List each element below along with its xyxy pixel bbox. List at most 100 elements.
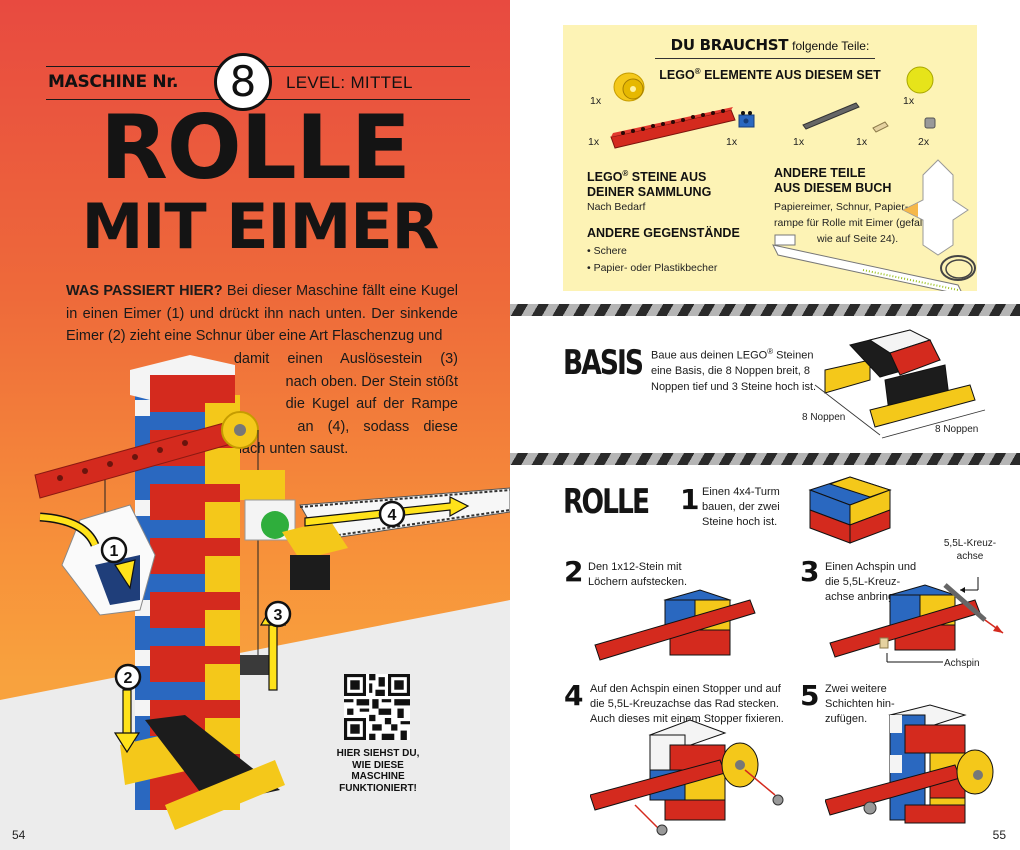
qty-axle: 1x: [793, 136, 805, 148]
collection-heading-text: STEINE AUS: [628, 170, 707, 185]
wheel-part-icon: [613, 72, 645, 102]
paper-ramp-icon: [772, 234, 962, 291]
step-3-number: 3: [800, 555, 820, 588]
step-5-text: Zwei weitere Schichten hin-zufügen.: [825, 683, 895, 725]
svg-text:4: 4: [388, 507, 397, 524]
axle-pin-icon: [872, 121, 889, 133]
registered-mark: ®: [767, 347, 774, 356]
divider-stripe: [510, 453, 1020, 465]
basis-title: BASIS: [563, 343, 644, 383]
step-5-illustration: [825, 704, 994, 824]
marker-4: 4: [378, 500, 406, 528]
intro-line: nach oben. Der Stein stößt: [285, 373, 459, 390]
step-5-number: 5: [800, 679, 820, 712]
title-divider: [655, 58, 875, 59]
page-number-right: 55: [992, 828, 1006, 842]
other-item-text: Schere: [593, 245, 627, 257]
step-2-illustration: [594, 589, 756, 661]
svg-text:3: 3: [274, 607, 283, 624]
basis-text: Baue aus deinen LEGO® Steinen eine Basis…: [651, 344, 831, 395]
book-parts-line: rampe für Rolle mit Eimer (gefaltet: [774, 217, 934, 229]
machine-number-badge: 8: [214, 53, 272, 111]
registered-mark: ®: [622, 169, 629, 178]
intro-line: nach unten saust.: [233, 441, 349, 458]
stopper-icon: [924, 117, 936, 129]
svg-text:2: 2: [124, 670, 133, 687]
divider-stripe: [510, 304, 1020, 316]
marker-3: 3: [264, 600, 292, 628]
book-parts-heading-text: ANDERE TEILE: [774, 166, 866, 180]
page-title-line-2: MIT EIMER: [81, 190, 440, 263]
registered-mark: ®: [694, 67, 701, 76]
string-coil-icon: [940, 255, 976, 281]
stopper-icon: [863, 801, 877, 815]
step-3-illustration: [829, 577, 1004, 663]
qty-ball: 1x: [903, 95, 915, 107]
parts-title-rest: folgende Teile:: [792, 39, 870, 53]
intro-line: an (4), sodass diese: [297, 418, 458, 435]
paper-parts-illustration: [772, 159, 976, 291]
set-elements-heading: LEGO® ELEMENTE AUS DIESEM SET: [563, 67, 977, 82]
set-heading-rest: ELEMENTE AUS DIESEM SET: [700, 68, 881, 83]
set-heading-text: LEGO: [659, 68, 695, 83]
basis-text-part: Steinen eine Basis, die 8 Noppen breit, …: [651, 349, 817, 393]
intro-paragraph-continued: damit einen Auslösestein (3) nach oben. …: [234, 348, 458, 461]
basis-text-part: Baue aus deinen LEGO: [651, 349, 768, 362]
axle-pin-icon: [879, 637, 889, 649]
step-1-number: 1: [680, 483, 700, 516]
page-number-left: 54: [12, 828, 26, 842]
paper-bucket-net-icon: [901, 159, 969, 256]
collection-heading-text: DEINER SAMMLUNG: [587, 185, 712, 200]
qr-code[interactable]: [344, 674, 410, 740]
technic-beam-icon: [610, 107, 736, 149]
marker-1: 1: [100, 536, 128, 564]
intro-line: damit einen Auslösestein (3): [233, 351, 458, 367]
axle-callout: 5,5L-Kreuz-achse: [943, 538, 997, 562]
basis-illustration: [814, 329, 986, 439]
step-4-number: 4: [564, 679, 584, 712]
book-parts-line: Papiereimer, Schnur, Papier-: [774, 201, 909, 213]
rolle-title: ROLLE: [563, 482, 650, 522]
technic-brick-icon: [738, 111, 755, 128]
book-parts-heading: ANDERE TEILE AUS DIESEM BUCH: [774, 166, 891, 196]
axle-icon: [943, 583, 987, 622]
book-parts-heading-text: AUS DIESEM BUCH: [774, 181, 892, 195]
qty-beam: 1x: [588, 136, 600, 148]
collection-text: Nach Bedarf: [587, 201, 646, 213]
collection-heading-text: LEGO: [587, 170, 623, 185]
qty-stopper: 2x: [918, 136, 930, 148]
parts-title-strong: DU BRAUCHST: [670, 36, 789, 54]
step-1-illustration: [808, 476, 892, 544]
parts-illustrations: [610, 66, 936, 149]
qty-brick: 1x: [726, 136, 738, 148]
dimension-depth-label: 8 Noppen: [802, 412, 846, 423]
other-item-text: Papier- oder Plastikbecher: [593, 262, 718, 274]
step-2-text: Den 1x12-Stein mit Löchern aufstecken.: [588, 561, 688, 588]
machine-label: MASCHINE Nr.: [48, 72, 179, 92]
intro-text: Bei dieser Maschine fällt eine Kugel in …: [66, 283, 458, 345]
intro-lead: WAS PASSIERT HIER?: [66, 283, 223, 299]
other-item: • Papier- oder Plastikbecher: [587, 262, 718, 274]
collection-heading: LEGO® STEINE AUS DEINER SAMMLUNG: [587, 166, 711, 200]
other-items-heading: ANDERE GEGENSTÄNDE: [587, 226, 740, 240]
left-page: MASCHINE Nr. 8 LEVEL: MITTEL ROLLE MIT E…: [0, 0, 510, 850]
qty-wheel: 1x: [590, 95, 602, 107]
dimension-width-label: 8 Noppen: [935, 424, 979, 435]
qr-caption: HIER SIEHST DU, WIE DIESE MASCHINE FUNKT…: [336, 748, 420, 794]
step-1-text: Einen 4x4-Turm bauen, der zwei Steine ho…: [702, 486, 780, 528]
stopper-icon: [656, 824, 668, 836]
step-4-text: Auf den Achspin einen Stopper und auf di…: [590, 683, 784, 725]
ball-icon: [906, 66, 934, 94]
axle-part-icon: [802, 102, 860, 130]
book-parts-line: wie auf Seite 24).: [817, 233, 899, 245]
level-label: LEVEL: MITTEL: [286, 73, 413, 92]
other-item: • Schere: [587, 245, 627, 257]
machine-illustration: 1 2 3 4: [34, 355, 510, 830]
step-2-number: 2: [564, 555, 584, 588]
stopper-icon: [772, 794, 784, 806]
qty-pin: 1x: [856, 136, 868, 148]
intro-paragraph: WAS PASSIERT HIER? Bei dieser Maschine f…: [66, 280, 458, 348]
page-title-line-1: ROLLE: [100, 96, 411, 199]
